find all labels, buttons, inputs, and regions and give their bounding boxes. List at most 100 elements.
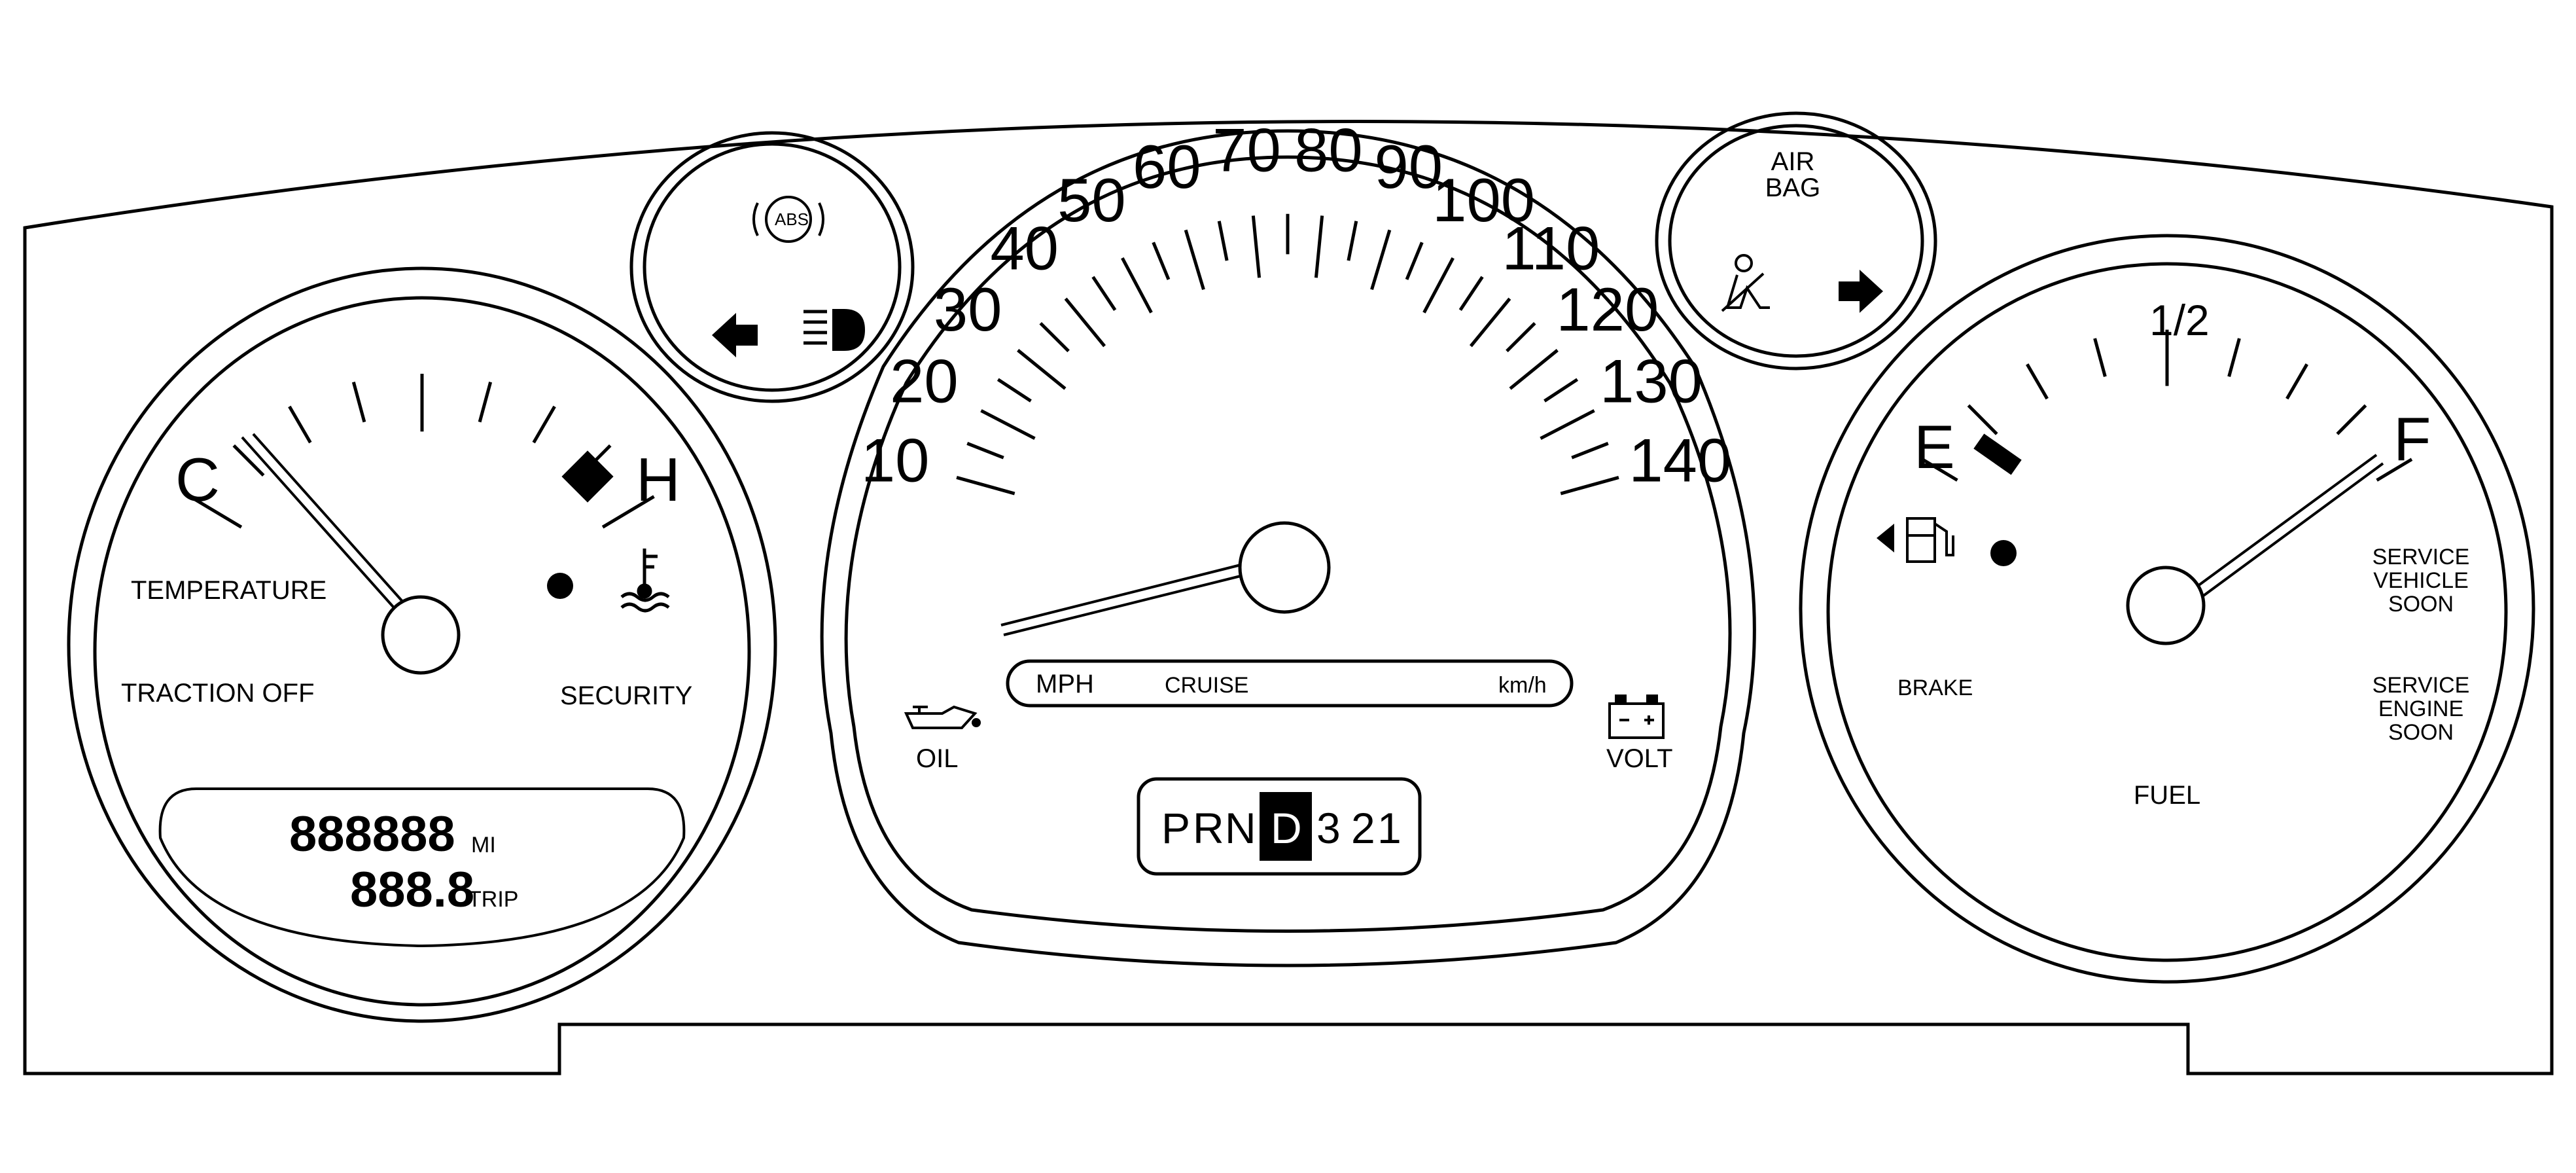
trip-unit: TRIP <box>468 887 518 912</box>
fuel-tick <box>2093 338 2107 377</box>
gear-n: N <box>1225 804 1256 852</box>
gear-1: 1 <box>1377 804 1402 852</box>
coolant-temp-icon <box>620 549 670 613</box>
speed-label: 110 <box>1502 213 1600 282</box>
message-bar-cruise: CRUISE <box>1165 673 1248 698</box>
speed-major-tick <box>1064 297 1106 348</box>
speed-minor-tick <box>1544 378 1579 403</box>
fuel-tick <box>2336 404 2367 435</box>
fuel-needle-edge-b <box>2200 462 2384 598</box>
speed-minor-tick <box>1152 242 1171 280</box>
gear-r: R <box>1193 804 1224 852</box>
speed-minor-tick <box>1347 221 1358 261</box>
speed-label: 30 <box>934 275 1002 344</box>
gear-d: D <box>1271 804 1302 852</box>
temperature-tick <box>532 405 556 444</box>
speed-major-tick <box>1370 229 1392 291</box>
fuel-tick <box>2026 363 2049 400</box>
service-engine-line1: SERVICE <box>2373 673 2470 698</box>
speed-major-tick <box>1540 409 1595 441</box>
traction-off-label: TRACTION OFF <box>121 679 315 708</box>
left-indicator-pod: ABS <box>629 131 915 403</box>
fuel-pump-icon <box>1877 517 1954 563</box>
volt-label: VOLT <box>1606 744 1673 773</box>
temperature-hot-zone-marker <box>561 450 614 503</box>
temperature-tick <box>601 495 655 529</box>
oil-pressure-icon <box>904 705 981 729</box>
temperature-needle-edge-a <box>241 436 399 613</box>
odometer-window <box>158 787 686 948</box>
speed-label: 70 <box>1212 115 1281 184</box>
speed-major-tick <box>1469 297 1511 348</box>
fuel-warning-dot-icon <box>1990 540 2017 566</box>
speed-major-tick <box>1017 349 1067 390</box>
message-bar-mph: MPH <box>1036 670 1094 698</box>
fuel-gauge-face <box>1826 262 2508 962</box>
fuel-gauge-bezel <box>1799 234 2535 984</box>
speed-needle-edge-b <box>1003 573 1246 636</box>
speed-label: 50 <box>1057 166 1126 234</box>
speed-label: 60 <box>1133 132 1201 201</box>
fuel-tick <box>1921 458 1958 482</box>
temperature-title: TEMPERATURE <box>131 576 326 605</box>
service-engine-line2: ENGINE <box>2378 696 2463 721</box>
temperature-gauge: C H TEMPERATURE TRACTION OFF SECURITY 88… <box>67 266 777 1023</box>
airbag-label-line1: AIR <box>1771 147 1815 176</box>
abs-icon: ABS <box>752 196 824 243</box>
fuel-full-label: F <box>2393 405 2431 473</box>
right-indicator-pod: AIR BAG <box>1655 111 1937 370</box>
temperature-ticks <box>189 374 655 529</box>
speed-minor-tick <box>1571 442 1609 460</box>
message-bar-frame <box>1006 659 1574 708</box>
left-pod-bezel <box>629 131 915 403</box>
service-engine-line3: SOON <box>2388 720 2454 745</box>
seatbelt-icon <box>1721 254 1770 312</box>
fuel-empty-label: E <box>1914 412 1955 481</box>
speed-minor-tick <box>1039 321 1070 353</box>
warning-dot-icon <box>547 573 573 599</box>
speed-major-tick <box>1314 215 1324 278</box>
speed-major-tick <box>1509 349 1559 390</box>
speed-minor-tick <box>1091 276 1117 312</box>
temperature-tick <box>288 405 312 444</box>
speed-major-tick <box>1422 257 1455 314</box>
fuel-ticks <box>1921 329 2413 482</box>
gear-3: 3 <box>1316 804 1341 852</box>
speed-major-tick <box>1121 257 1153 314</box>
speed-major-tick <box>956 476 1015 496</box>
speedometer-bezel <box>820 129 1756 967</box>
speed-major-tick <box>980 409 1036 441</box>
airbag-label-line2: BAG <box>1765 173 1820 202</box>
trip-digits: 888.8 <box>350 862 474 918</box>
speed-label: 140 <box>1629 425 1731 494</box>
gear-selected-highlight <box>1260 792 1312 861</box>
high-beam-icon <box>803 309 865 351</box>
message-bar-kmh: km/h <box>1498 673 1547 698</box>
temperature-needle-edge-b <box>252 433 406 605</box>
temperature-cold-label: C <box>175 445 220 514</box>
fuel-tick <box>1967 404 1998 435</box>
oil-label: OIL <box>916 744 958 773</box>
service-vehicle-line3: SOON <box>2388 592 2454 617</box>
speed-major-tick <box>1560 476 1619 496</box>
speed-ticks <box>956 213 1619 496</box>
security-label: SECURITY <box>560 681 692 710</box>
speed-label: 40 <box>990 213 1059 282</box>
service-vehicle-line2: VEHICLE <box>2373 568 2469 593</box>
right-turn-arrow-icon <box>1839 270 1883 313</box>
speed-label: 100 <box>1432 166 1535 234</box>
fuel-empty-zone-marker <box>1973 433 2022 475</box>
fuel-needle-edge-a <box>2194 454 2378 589</box>
gear-selector-display: P R N D 3 2 1 <box>1137 777 1422 876</box>
temperature-tick <box>478 382 493 423</box>
speed-label: 10 <box>861 425 930 494</box>
temperature-tick <box>232 444 265 477</box>
speed-major-tick <box>1184 229 1205 291</box>
temperature-gauge-face <box>93 296 751 1007</box>
speed-minor-tick <box>1506 321 1536 353</box>
temperature-needle-hub <box>381 595 461 675</box>
speed-minor-tick <box>1458 276 1484 312</box>
